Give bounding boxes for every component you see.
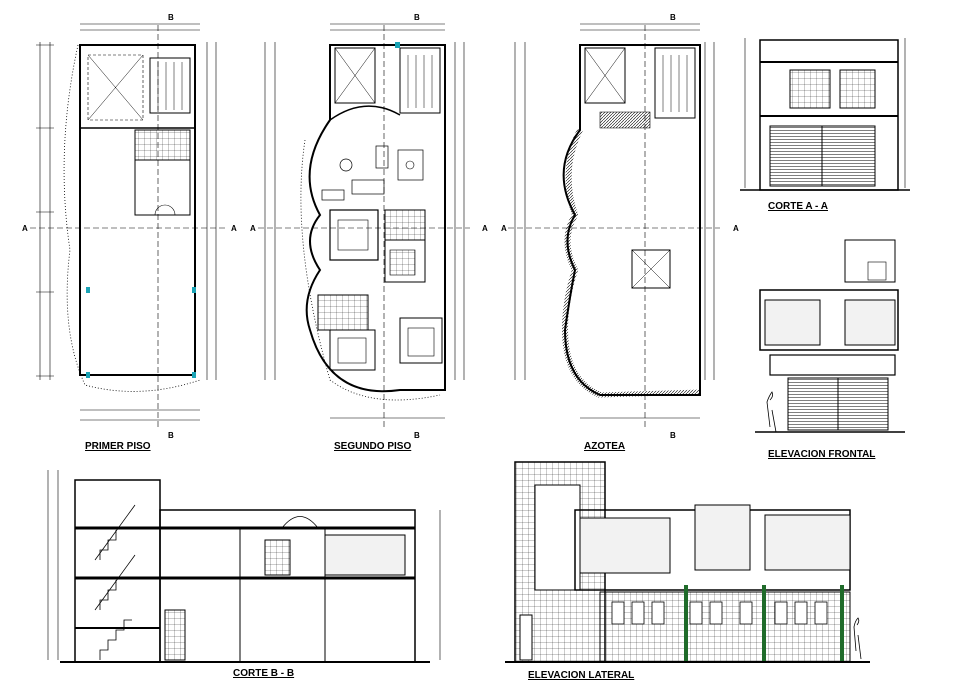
elevation-lateral bbox=[505, 461, 870, 663]
plan-azotea bbox=[508, 23, 720, 430]
section-mark-b-top-2: B bbox=[414, 13, 420, 22]
section-mark-b-top-1: B bbox=[168, 13, 174, 22]
dimension-lines-bottom bbox=[80, 23, 200, 421]
title-segundo-piso: SEGUNDO PISO bbox=[334, 441, 412, 452]
section-mark-b-bottom-1: B bbox=[168, 431, 174, 440]
elevation-frontal bbox=[755, 239, 905, 433]
plan-primer-piso bbox=[30, 23, 225, 430]
title-corte-bb: CORTE B - B bbox=[233, 668, 295, 679]
section-mark-b-bottom-3: B bbox=[670, 431, 676, 440]
title-elevacion-lateral: ELEVACION LATERAL bbox=[528, 670, 635, 681]
title-primer-piso: PRIMER PISO bbox=[85, 441, 151, 452]
title-elevacion-frontal: ELEVACION FRONTAL bbox=[768, 449, 876, 460]
dimension-lines bbox=[264, 23, 465, 419]
plan-segundo-piso bbox=[258, 23, 470, 430]
title-azotea: AZOTEA bbox=[584, 441, 626, 452]
section-mark-a-left-2: A bbox=[250, 224, 256, 233]
section-mark-a-right-3: A bbox=[733, 224, 739, 233]
section-mark-a-right-1: A bbox=[231, 224, 237, 233]
section-mark-a-left-1: A bbox=[22, 224, 28, 233]
section-mark-a-right-2: A bbox=[482, 224, 488, 233]
dimension-lines-left bbox=[36, 42, 217, 380]
section-corte-aa bbox=[740, 38, 910, 191]
section-mark-a-left-3: A bbox=[501, 224, 507, 233]
dimension-lines bbox=[514, 23, 715, 419]
section-mark-b-bottom-2: B bbox=[414, 431, 420, 440]
section-corte-bb bbox=[47, 470, 441, 663]
title-corte-aa: CORTE A - A bbox=[768, 201, 828, 212]
section-mark-b-top-3: B bbox=[670, 13, 676, 22]
